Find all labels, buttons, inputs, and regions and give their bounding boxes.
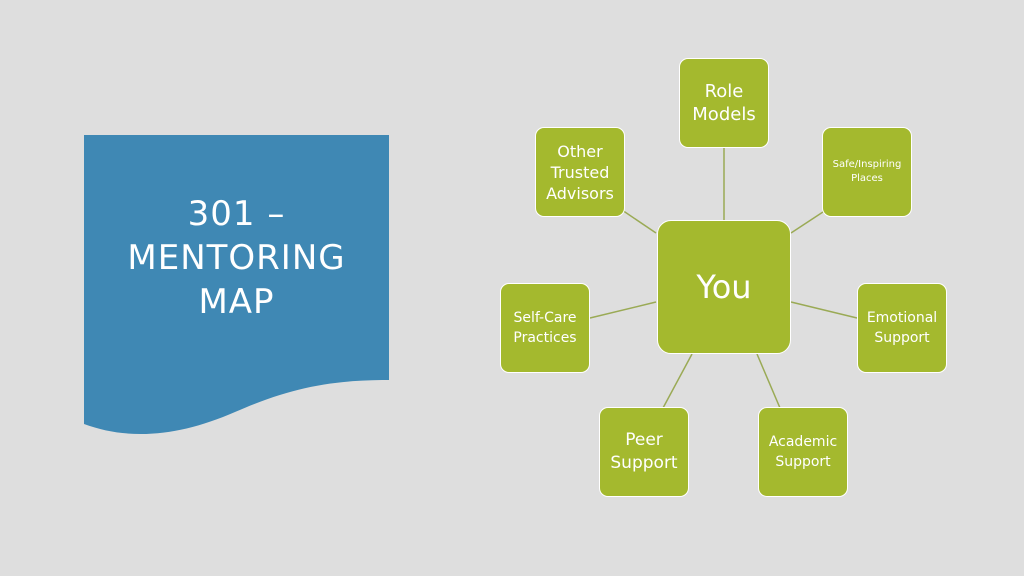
node-emotional-support: Emotional Support: [857, 283, 947, 373]
node-label: You: [696, 268, 752, 306]
node-label: Academic: [768, 434, 838, 450]
banner-title-line: MENTORING: [127, 238, 346, 278]
node-other-trusted-advisors: Other Trusted Advisors: [535, 127, 625, 217]
node-label: Safe/Inspiring: [832, 159, 902, 170]
center-node-you: You: [657, 220, 791, 354]
banner-title-line: 301 –: [187, 194, 286, 234]
banner-title: 301 – MENTORING MAP: [84, 192, 389, 324]
node-label: Other: [557, 141, 603, 161]
node-label: Practices: [513, 330, 577, 346]
connector-emotional-support: [790, 301, 858, 319]
node-label: Trusted: [550, 162, 610, 182]
banner-wave-shape: [84, 135, 389, 435]
connector-safe-inspiring-places: [790, 209, 827, 234]
connector-peer-support: [662, 353, 693, 409]
connector-academic-support: [756, 353, 781, 409]
node-academic-support: Academic Support: [758, 407, 848, 497]
node-self-care-practices: Self-Care Practices: [500, 283, 590, 373]
node-label: Advisors: [546, 183, 614, 203]
connector-other-trusted-advisors: [621, 209, 657, 234]
node-label: Role: [704, 81, 744, 102]
node-label: Self-Care: [513, 310, 577, 326]
node-role-models: Role Models: [679, 58, 769, 148]
banner-title-line: MAP: [198, 282, 275, 322]
node-safe-inspiring-places: Safe/Inspiring Places: [822, 127, 912, 217]
node-label: Support: [874, 330, 930, 346]
node-label: Models: [692, 104, 756, 125]
node-label: Peer: [625, 430, 663, 450]
node-label: Support: [610, 453, 678, 473]
node-label: Emotional: [866, 310, 938, 326]
node-peer-support: Peer Support: [599, 407, 689, 497]
node-label: Support: [775, 454, 831, 470]
node-label: Places: [851, 173, 883, 184]
connector-self-care-practices: [589, 301, 657, 319]
